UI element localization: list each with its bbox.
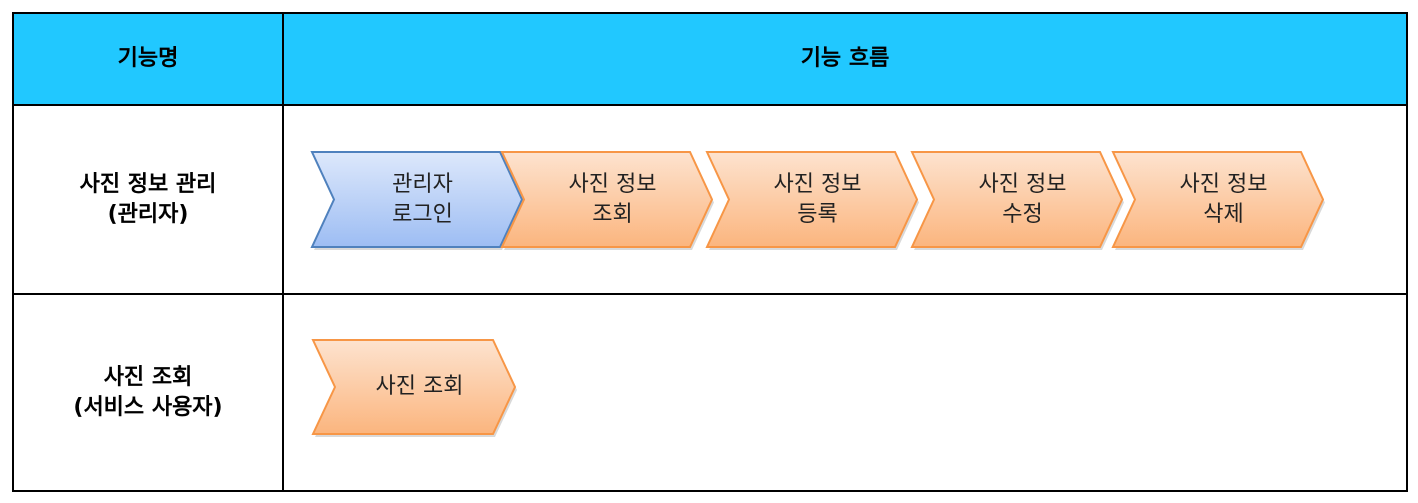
- chevron-shape: [500, 151, 714, 250]
- function-flow-table: 기능명 기능 흐름 사진 정보 관리 (관리자) 사진 조회 (서비스 사용자): [12, 12, 1408, 492]
- header-function-flow: 기능 흐름: [800, 46, 890, 71]
- step-chevron: 사진 정보 삭제: [1111, 151, 1325, 250]
- step-chevron: 사진 정보 등록: [705, 151, 919, 250]
- step-label: 관리자 로그인: [392, 171, 453, 227]
- header-function-name: 기능명: [117, 46, 179, 71]
- step-chevron: 사진 정보 조회: [500, 151, 714, 250]
- step-chevron: 사진 정보 수정: [910, 151, 1124, 250]
- step-label: 사진 조회: [375, 374, 464, 399]
- table-header: [14, 14, 1406, 106]
- step-chevron-login: 관리자 로그인: [310, 151, 524, 250]
- step-label: 사진 정보 수정: [978, 171, 1067, 227]
- step-label: 사진 정보 등록: [773, 171, 862, 227]
- chevron-shape: [705, 151, 919, 250]
- chevron-shape: [311, 339, 517, 437]
- row-divider: [14, 293, 1406, 295]
- row-name-admin: 사진 정보 관리 (관리자): [79, 171, 217, 227]
- step-chevron: 사진 조회: [311, 339, 517, 437]
- chevron-shape: [310, 151, 524, 250]
- row-name-user: 사진 조회 (서비스 사용자): [73, 364, 223, 420]
- step-label: 사진 정보 삭제: [1179, 171, 1268, 227]
- column-divider: [282, 14, 284, 490]
- step-label: 사진 정보 조회: [568, 171, 657, 227]
- chevron-shape: [1111, 151, 1325, 250]
- chevron-shape: [910, 151, 1124, 250]
